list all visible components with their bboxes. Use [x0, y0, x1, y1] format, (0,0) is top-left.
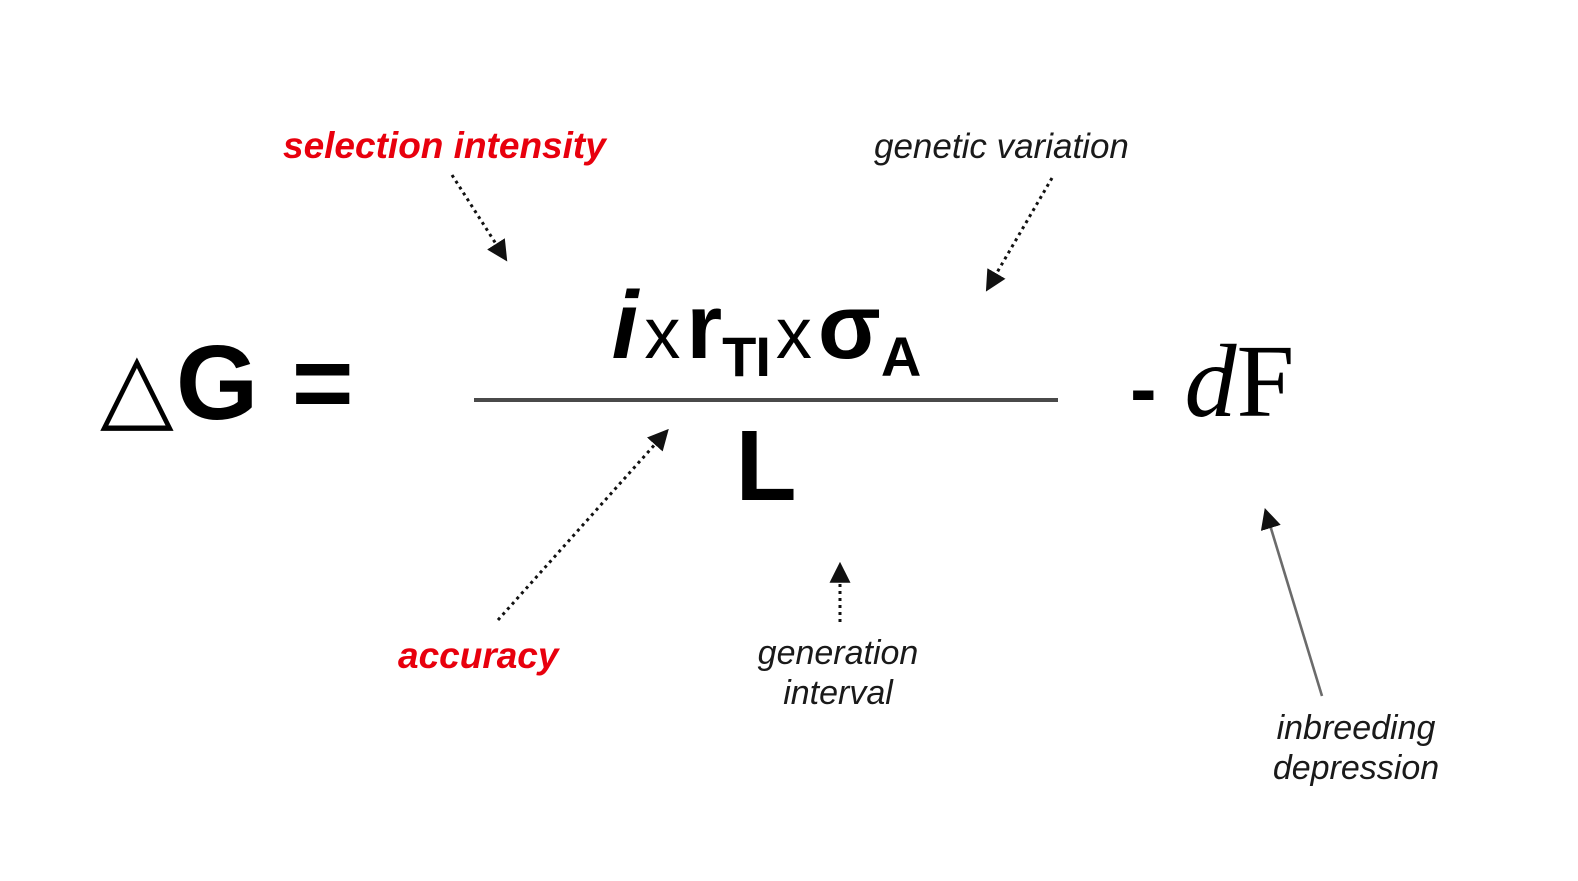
subscript-ti: TI	[722, 324, 771, 388]
arrow-genetic-variation	[985, 177, 1054, 292]
equation-left-hand-side: △G =	[100, 330, 356, 436]
annotation-label-accuracy: accuracy	[398, 635, 559, 676]
term-inbreeding-f: F	[1236, 324, 1295, 439]
annotation-label-inbreeding-depression-line1: inbreeding	[1276, 709, 1436, 747]
term-genetic-variation-sigma: σ	[817, 276, 881, 378]
term-inbreeding-coefficient-d: d	[1184, 324, 1237, 439]
term-accuracy-r: r	[686, 276, 723, 378]
term-selection-intensity-i: i	[611, 272, 639, 379]
fraction-block: ixrTIxσA	[474, 278, 1058, 396]
annotation-label-inbreeding-depression: inbreeding depression	[1236, 708, 1476, 788]
equation-g-symbol: G	[175, 324, 261, 442]
annotation-label-genetic-variation: genetic variation	[874, 127, 1129, 166]
annotation-label-inbreeding-depression-line2: depression	[1272, 749, 1440, 788]
annotation-label-selection-intensity: selection intensity	[283, 125, 606, 166]
annotation-label-generation-interval-line1: generation	[757, 634, 919, 672]
arrow-inbreeding-depression	[1260, 508, 1324, 697]
annotation-label-generation-interval-line2: interval	[783, 674, 893, 713]
subscript-a: A	[880, 324, 921, 388]
equation-right-hand-side: - dF	[1130, 330, 1294, 434]
arrow-selection-intensity	[450, 174, 508, 262]
multiplication-sign-1: x	[644, 294, 681, 374]
multiplication-sign-2: x	[775, 294, 812, 374]
fraction-bar	[474, 398, 1058, 402]
fraction-numerator: ixrTIxσA	[474, 278, 1058, 396]
equals-sign: =	[291, 324, 356, 442]
annotation-label-generation-interval: generation interval	[718, 633, 958, 713]
delta-triangle-icon: △	[100, 333, 176, 440]
fraction-denominator: L	[735, 410, 797, 522]
minus-sign: -	[1130, 344, 1157, 433]
